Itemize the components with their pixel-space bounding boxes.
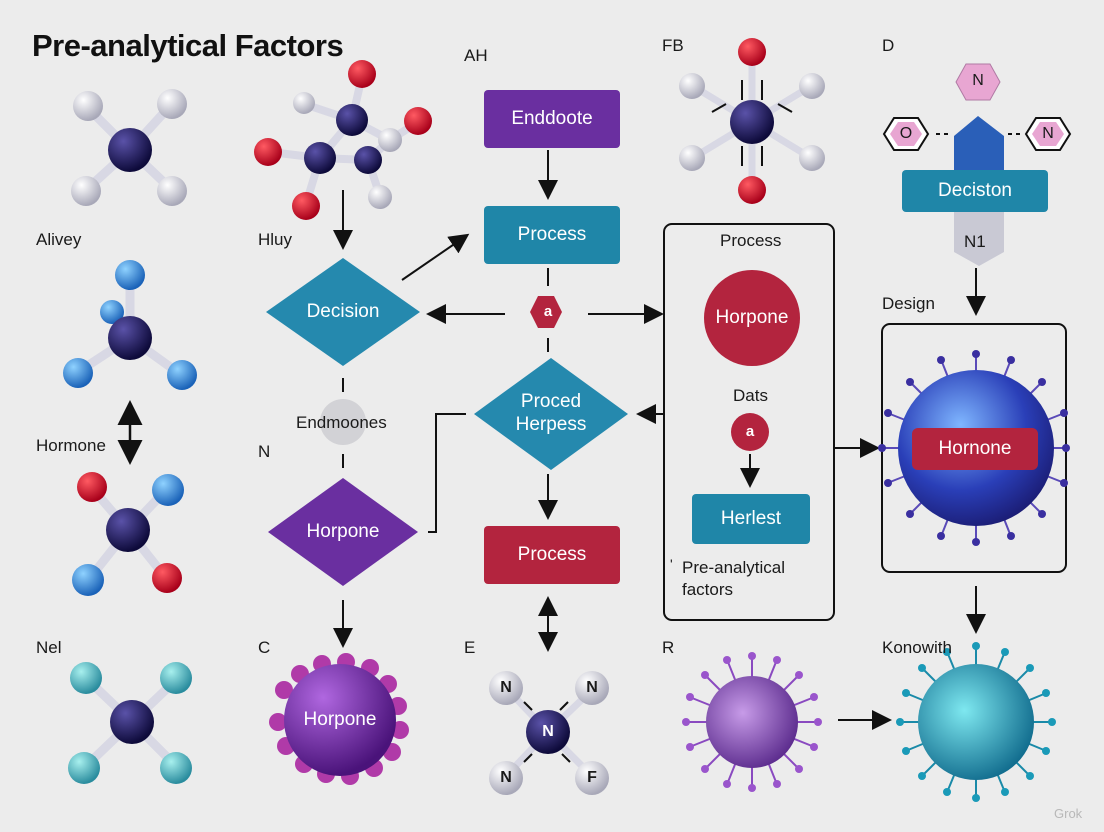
atom-f-br: F	[587, 769, 597, 786]
molecule-top-left	[71, 89, 187, 206]
connector-horpone-proced	[428, 413, 466, 533]
molecule-fb	[679, 38, 825, 204]
footnote-line1: Pre-analytical	[682, 558, 785, 577]
process-top-box: Process	[484, 206, 620, 264]
label-r: R	[662, 638, 675, 657]
atom-n-tr: N	[586, 679, 598, 696]
endmoones-circle	[320, 399, 366, 445]
molecule-blue	[63, 260, 197, 390]
hexagon-n-top	[955, 63, 1001, 101]
watermark: Grok	[1054, 806, 1083, 821]
horpone-purple-label: Horpone	[303, 709, 377, 730]
label-e: E	[464, 638, 476, 657]
herlest-box: Herlest	[692, 494, 810, 544]
label-konowith: Konowith	[882, 638, 952, 657]
horpone-red-circle	[704, 270, 800, 366]
label-alivey: Alivey	[36, 230, 82, 249]
enddoote-box: Enddoote	[484, 90, 620, 148]
molecule-ring	[254, 60, 432, 220]
label-n1: N1	[964, 232, 986, 251]
label-c: C	[258, 638, 271, 657]
proced-label-line1: Proced	[520, 391, 582, 412]
horpone-diamond-label: Horpone	[306, 521, 380, 542]
hexagon-o-left	[890, 122, 922, 146]
label-endmoones: Endmoones	[296, 413, 387, 432]
hexagon-n-right-label: N	[1042, 125, 1054, 142]
label-hormone: Hormone	[36, 436, 106, 455]
virus-teal	[896, 642, 1056, 802]
label-ah: AH	[464, 46, 488, 65]
proced-label-line2: Herpess	[515, 414, 587, 435]
label-design: Design	[882, 294, 935, 313]
label-d: D	[882, 36, 895, 55]
process-panel	[663, 223, 835, 621]
atom-n-tl: N	[500, 679, 512, 696]
hornone-cell-box: Hornone	[912, 428, 1038, 470]
page-title: Pre-analytical Factors	[32, 28, 344, 63]
q-center-label: a	[543, 303, 553, 320]
label-fb: FB	[662, 36, 684, 55]
label-hluy: Hluy	[258, 230, 293, 249]
hexagon-n-right	[1032, 122, 1064, 146]
q-hexagon	[530, 296, 562, 328]
label-dats: Dats	[733, 386, 768, 405]
molecule-teal	[68, 662, 192, 784]
horpone-blob	[269, 653, 409, 785]
arrow-decision-to-process	[401, 233, 470, 281]
molecule-nitrogen	[489, 671, 609, 795]
blue-prism	[954, 116, 1004, 172]
hexagon-o-label: O	[899, 125, 913, 142]
molecule-red-blue	[72, 472, 184, 596]
hexagon-n-top-label: N	[972, 72, 984, 89]
footnote-marker: '	[670, 556, 673, 572]
atom-n-bl: N	[500, 769, 512, 786]
label-nel: Nel	[36, 638, 62, 657]
decision-diamond	[266, 258, 420, 366]
virus-purple	[682, 652, 822, 792]
label-n: N	[258, 442, 271, 461]
deciston-box: Deciston	[902, 170, 1048, 212]
atom-n-center: N	[542, 723, 554, 740]
process-bottom-box: Process	[484, 526, 620, 584]
proced-diamond	[474, 358, 628, 470]
label-process-panel: Process	[720, 231, 782, 250]
decision-label: Decision	[306, 301, 380, 322]
horpone-red-label: Horpone	[715, 307, 789, 328]
q-dats-circle	[731, 413, 769, 451]
q-dats-label: a	[745, 423, 755, 440]
grey-arrow-shape	[954, 212, 1004, 266]
footnote-line2: factors	[682, 580, 734, 599]
horpone-diamond	[268, 478, 418, 586]
